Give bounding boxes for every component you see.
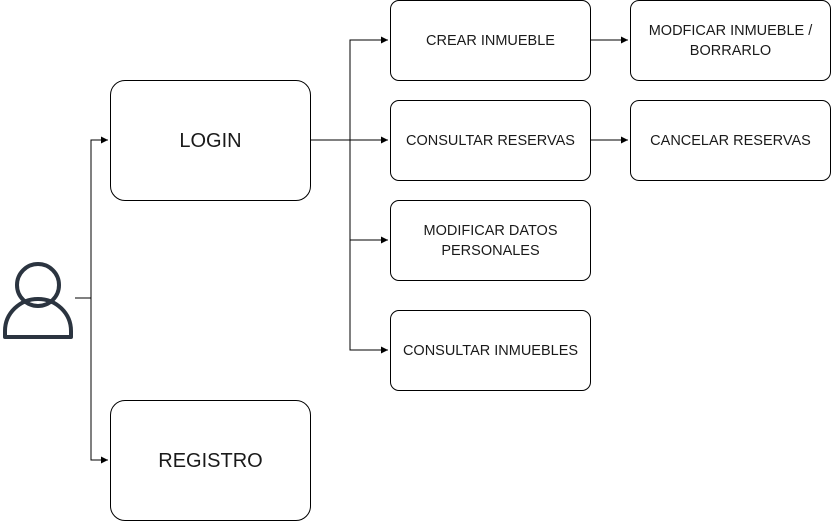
cancelar-reservas-label: CANCELAR RESERVAS (650, 132, 811, 149)
login-node[interactable]: LOGIN (110, 80, 311, 201)
consultar-inmuebles-label: CONSULTAR INMUEBLES (402, 342, 579, 359)
modificar-datos-label: MODIFICAR DATOS PERSONALES (423, 222, 558, 259)
login-label: LOGIN (179, 129, 242, 152)
modificar-datos-node[interactable]: MODIFICAR DATOS PERSONALES (390, 200, 591, 281)
crear-inmueble-node[interactable]: CREAR INMUEBLE (390, 0, 591, 81)
user-icon (3, 262, 73, 339)
consultar-inmuebles-node[interactable]: CONSULTAR INMUEBLES (390, 310, 591, 391)
modificar-inmueble-label: MODFICAR INMUEBLE / BORRARLO (648, 22, 813, 59)
registro-label: REGISTRO (158, 449, 263, 472)
cancelar-reservas-node[interactable]: CANCELAR RESERVAS (630, 100, 831, 181)
consultar-reservas-node[interactable]: CONSULTAR RESERVAS (390, 100, 591, 181)
registro-node[interactable]: REGISTRO (110, 400, 311, 521)
modificar-inmueble-node[interactable]: MODFICAR INMUEBLE / BORRARLO (630, 0, 831, 81)
edge-login-to-consultar-inmuebles (349, 240, 388, 354)
edge-login-to-modificar-datos (349, 140, 388, 244)
consultar-reservas-label: CONSULTAR RESERVAS (406, 132, 575, 149)
edge-login-to-crear-inmueble (349, 36, 388, 140)
edge-user-to-registro (90, 298, 108, 464)
edge-user-to-login (75, 136, 108, 299)
crear-inmueble-label: CREAR INMUEBLE (426, 32, 555, 49)
